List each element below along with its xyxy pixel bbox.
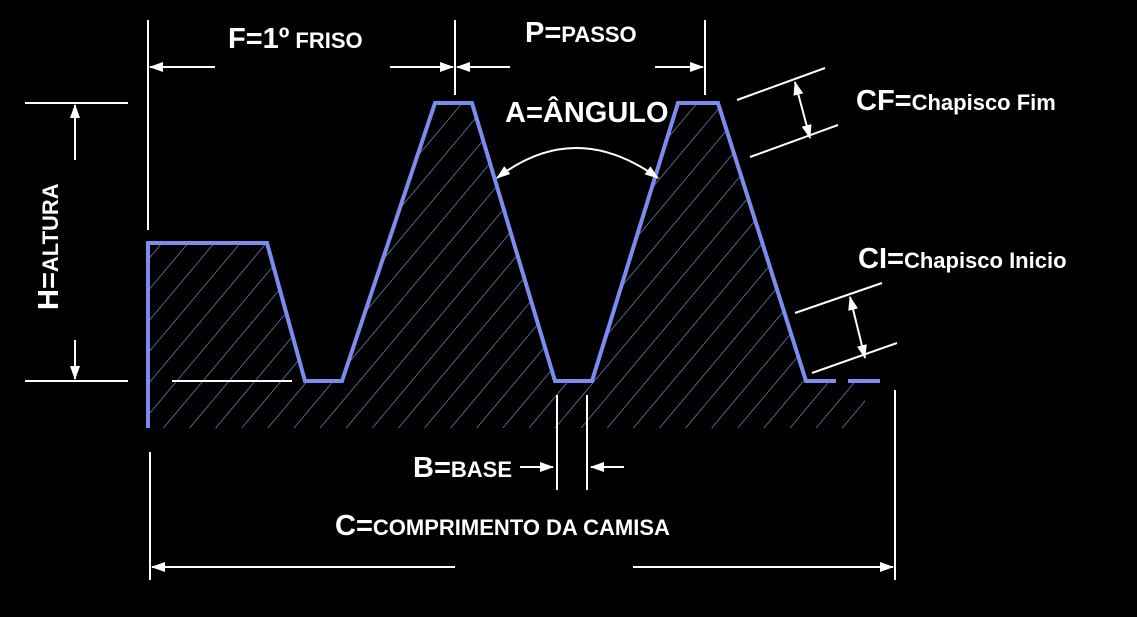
chapisco-inicio-dimension: CI=Chapisco Inicio xyxy=(794,243,1067,374)
base-label: B=BASE xyxy=(413,452,512,484)
angulo-annotation: A=ÂNGULO xyxy=(496,95,669,179)
comprimento-dimension: C=COMPRIMENTO DA CAMISA xyxy=(149,390,896,580)
base-dimension: B=BASE xyxy=(413,395,624,490)
altura-dimension: H=ALTURA xyxy=(25,102,292,382)
altura-label: H=ALTURA xyxy=(33,183,65,310)
chapisco-fim-label: CF=Chapisco Fim xyxy=(856,85,1056,117)
chapisco-inicio-label: CI=Chapisco Inicio xyxy=(858,243,1067,275)
chapisco-fim-dimension: CF=Chapisco Fim xyxy=(736,67,1056,158)
angulo-label: A=ÂNGULO xyxy=(505,95,669,129)
passo-dimension: P=PASSO xyxy=(456,17,706,95)
thread-profile-outline xyxy=(146,101,836,428)
comprimento-label: C=COMPRIMENTO DA CAMISA xyxy=(335,510,670,542)
passo-label: P=PASSO xyxy=(525,17,637,49)
